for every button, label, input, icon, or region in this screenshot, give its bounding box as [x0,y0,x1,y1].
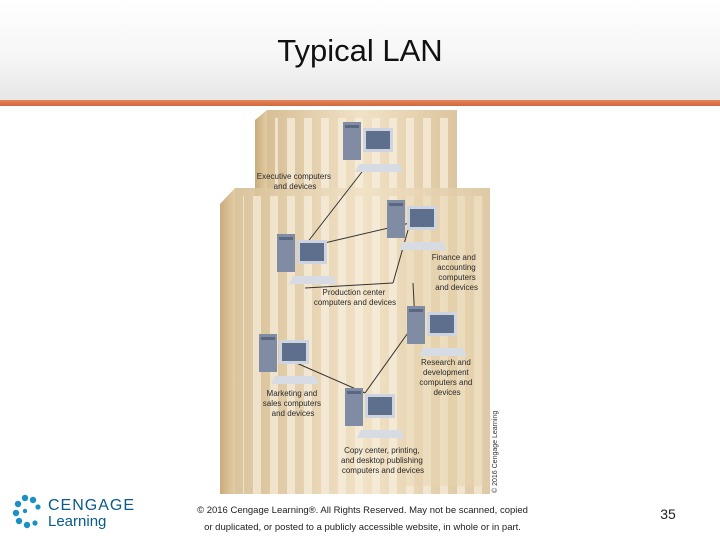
computer-icon [343,122,403,172]
cengage-logo-icon [12,494,41,529]
label-executive: Executive computers and devices [257,172,334,191]
computer-icon [345,388,405,438]
label-research: Research and development computers and d… [419,358,474,397]
copyright-line-1: © 2016 Cengage Learning®. All Rights Res… [197,505,528,516]
header-accent-bar [0,100,720,106]
copyright-line-2: or duplicated, or posted to a publicly a… [204,522,521,533]
slide-header [0,0,720,102]
label-copy-center: Copy center, printing, and desktop publi… [341,446,425,475]
computer-icon [277,234,337,284]
logo-wordmark-bottom: Learning [48,513,107,530]
copyright-notice: © 2016 Cengage Learning®. All Rights Res… [160,502,565,536]
page-number: 35 [660,506,676,522]
figure-credit: © 2016 Cengage Learning [491,411,499,493]
label-production: Production center computers and devices [314,288,396,307]
slide-title: Typical LAN [277,33,443,68]
computer-icon [259,334,319,384]
label-marketing: Marketing and sales computers and device… [263,389,323,418]
lan-illustration: Executive computers and devices Finance … [220,110,499,494]
label-finance: Finance and accounting computers and dev… [432,253,478,292]
logo-wordmark-top: CENGAGE [48,497,136,514]
computer-icon [407,306,467,356]
computer-icon [387,200,447,250]
